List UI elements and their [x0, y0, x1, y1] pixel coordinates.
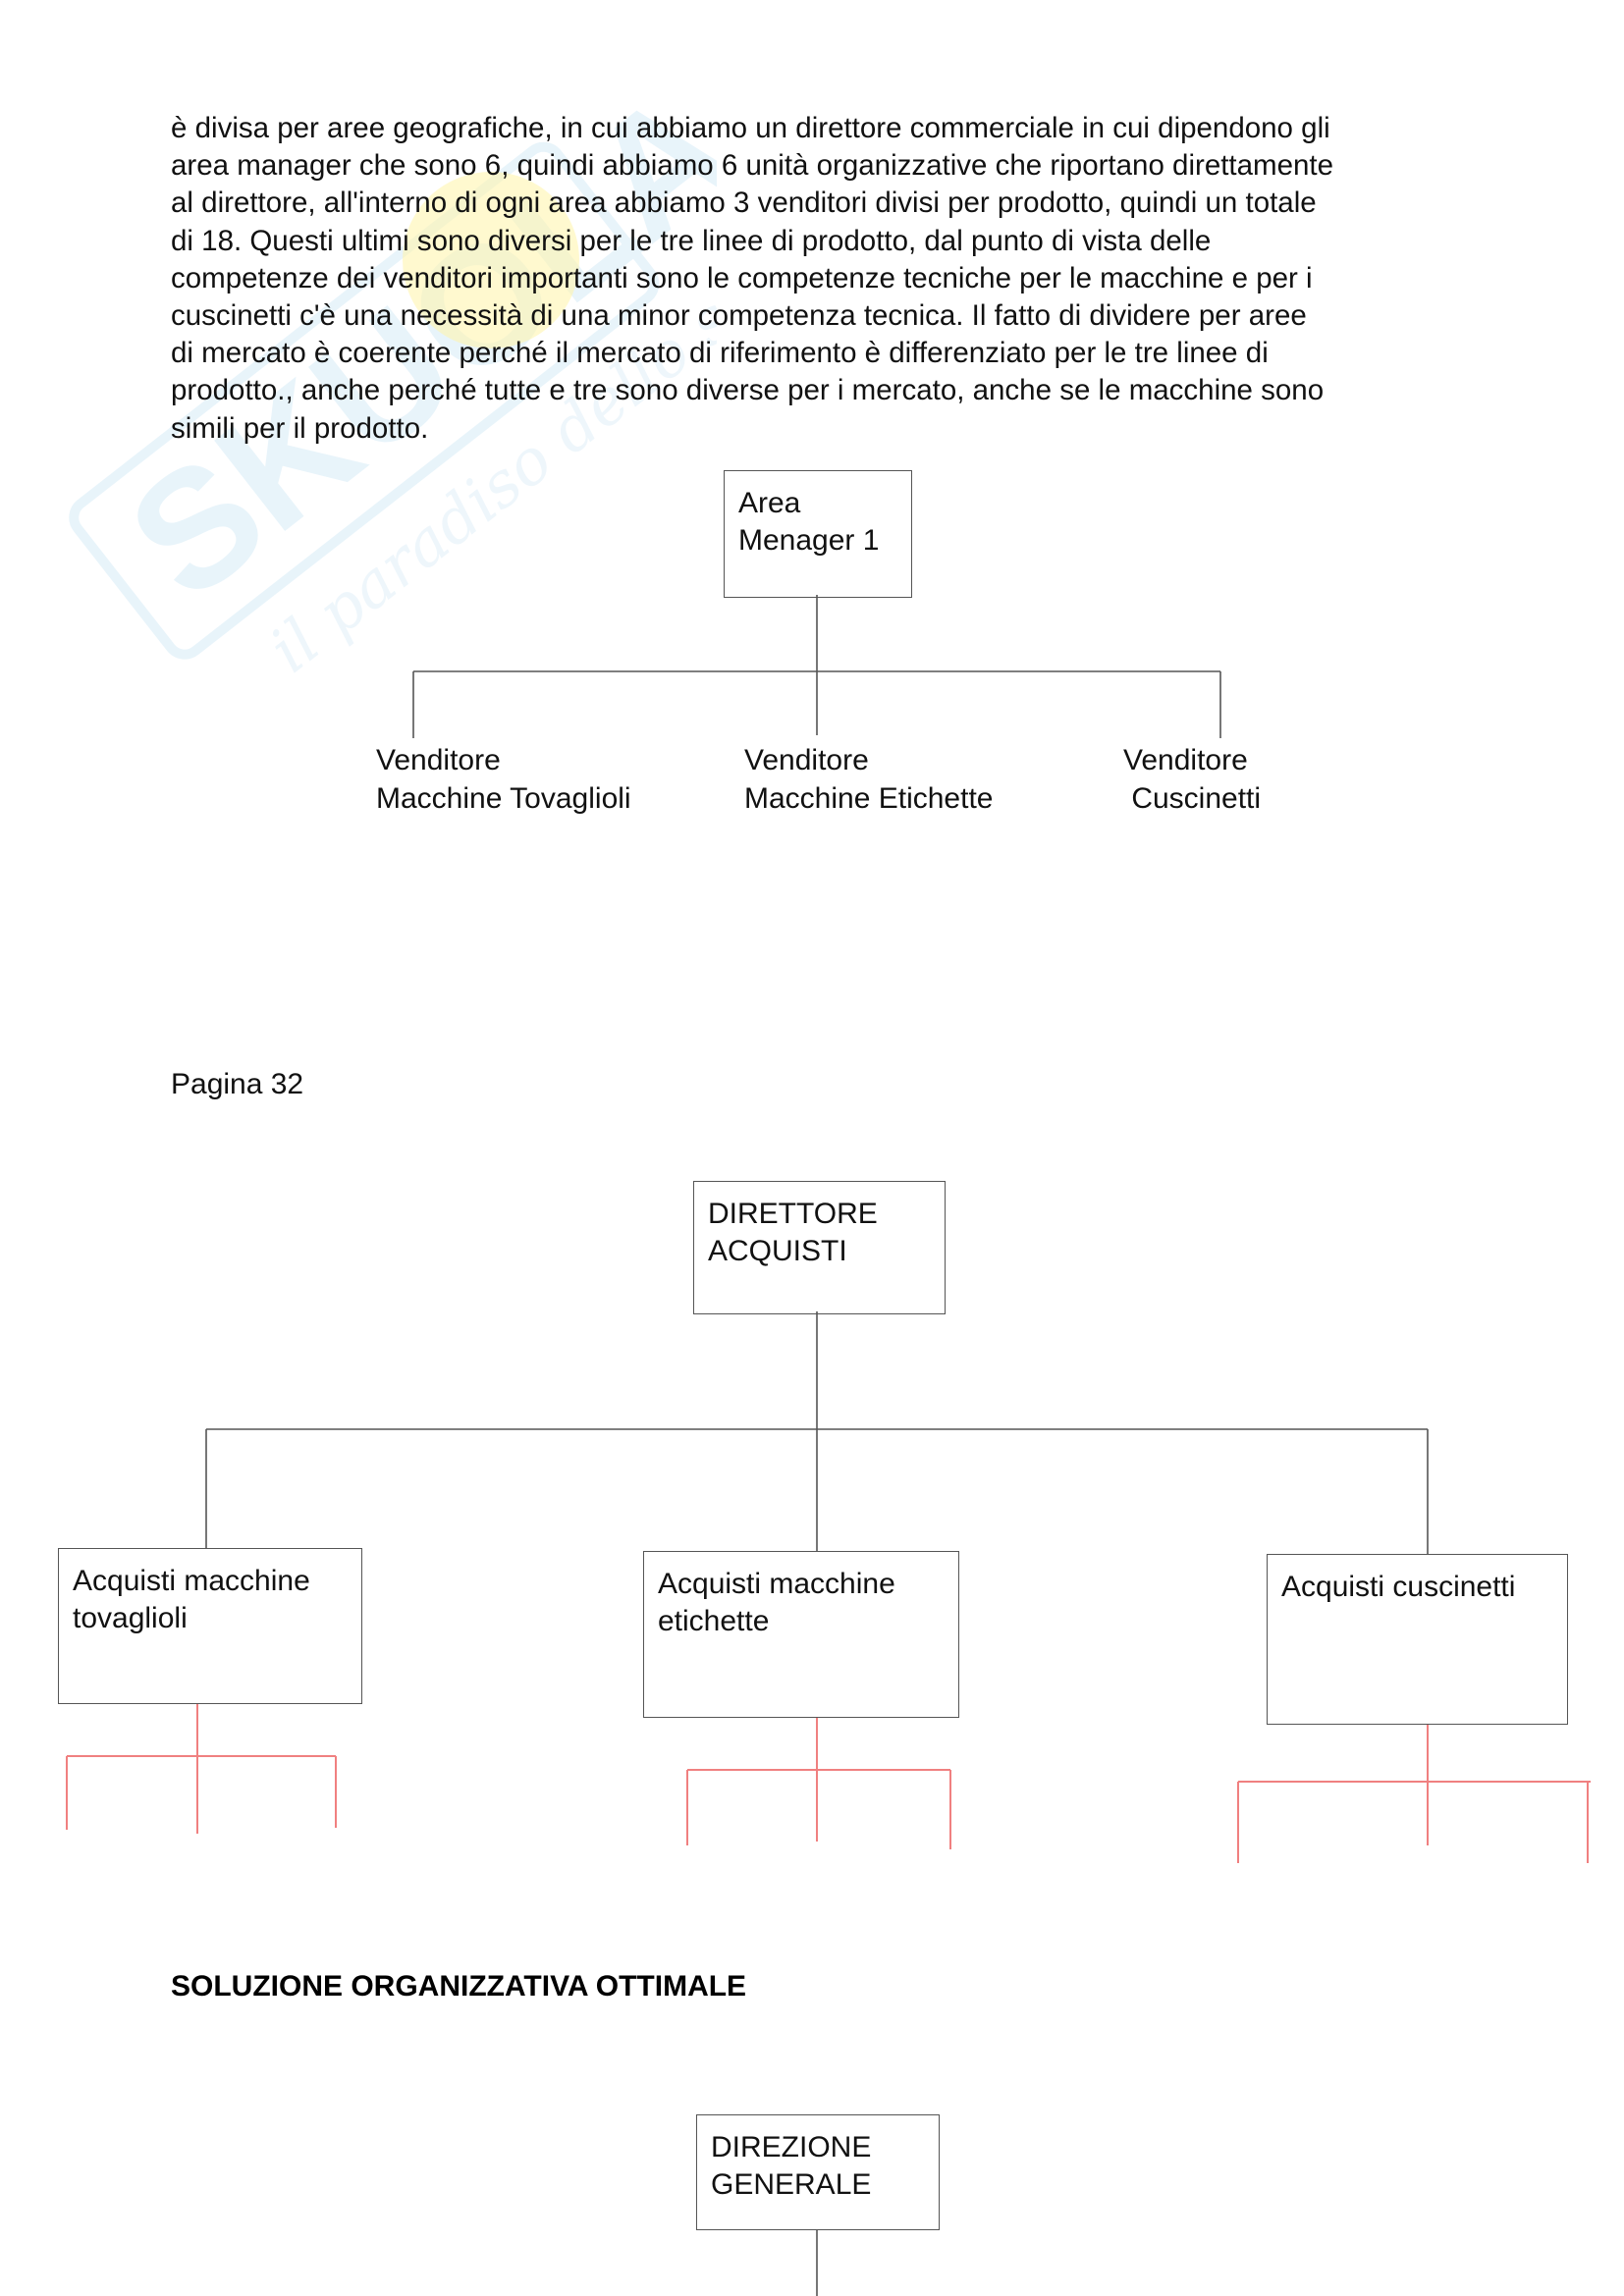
- red-annotations: [66, 1704, 1591, 1863]
- paragraph-line: di 18. Questi ultimi sono diversi per le…: [171, 224, 1212, 257]
- box-label-line: etichette: [658, 1605, 770, 1637]
- org-box-acquisti-cuscinetti: Acquisti cuscinetti: [1267, 1554, 1568, 1725]
- org-node-venditore-tovaglioli: Venditore Macchine Tovaglioli: [376, 741, 631, 818]
- paragraph-line: di mercato è coerente perché il mercato …: [171, 337, 1269, 370]
- box-label-line: ACQUISTI: [708, 1235, 847, 1267]
- box-label-line: Acquisti macchine: [73, 1565, 310, 1597]
- box-label-line: GENERALE: [711, 2168, 872, 2201]
- node-label-line: Cuscinetti: [1123, 782, 1262, 815]
- box-label-line: tovaglioli: [73, 1602, 188, 1634]
- org-node-venditore-etichette: Venditore Macchine Etichette: [744, 741, 993, 818]
- paragraph-line: è divisa per aree geografiche, in cui ab…: [171, 112, 1330, 144]
- node-label-line: Venditore: [1123, 744, 1248, 776]
- box-label-line: DIREZIONE: [711, 2131, 872, 2163]
- org-box-acquisti-etichette: Acquisti macchine etichette: [643, 1551, 959, 1718]
- paragraph-line: competenze dei venditori importanti sono…: [171, 261, 1313, 294]
- paragraph-line: cuscinetti c'è una necessità di una mino…: [171, 299, 1307, 333]
- node-label-line: Macchine Etichette: [744, 782, 994, 815]
- box-label-line: Acquisti macchine: [658, 1568, 895, 1600]
- section-heading: SOLUZIONE ORGANIZZATIVA OTTIMALE: [171, 1970, 747, 2002]
- node-label-line: Venditore: [376, 744, 501, 776]
- body-paragraph: è divisa per aree geografiche, in cui ab…: [171, 110, 1487, 448]
- paragraph-line: prodotto., anche perché tutte e tre sono…: [171, 374, 1325, 407]
- org-node-venditore-cuscinetti: Venditore Cuscinetti: [1123, 741, 1261, 818]
- paragraph-line: al direttore, all'interno di ogni area a…: [171, 187, 1317, 220]
- box-label-line: Acquisti cuscinetti: [1281, 1571, 1516, 1603]
- org-box-direttore-acquisti: DIRETTORE ACQUISTI: [693, 1181, 946, 1314]
- paragraph-line: simili per il prodotto.: [171, 411, 429, 445]
- box-label-line: Menager 1: [738, 524, 880, 557]
- org-box-acquisti-tovaglioli: Acquisti macchine tovaglioli: [58, 1548, 362, 1704]
- paragraph-line: area manager che sono 6, quindi abbiamo …: [171, 149, 1334, 183]
- box-label-line: DIRETTORE: [708, 1198, 878, 1230]
- box-label-line: Area: [738, 487, 801, 519]
- page-number: Pagina 32: [171, 1068, 304, 1100]
- node-label-line: Venditore: [744, 744, 869, 776]
- org-box-area-manager: Area Menager 1: [724, 470, 912, 598]
- node-label-line: Macchine Tovaglioli: [376, 782, 631, 815]
- org-box-direzione-generale: DIREZIONE GENERALE: [696, 2114, 940, 2230]
